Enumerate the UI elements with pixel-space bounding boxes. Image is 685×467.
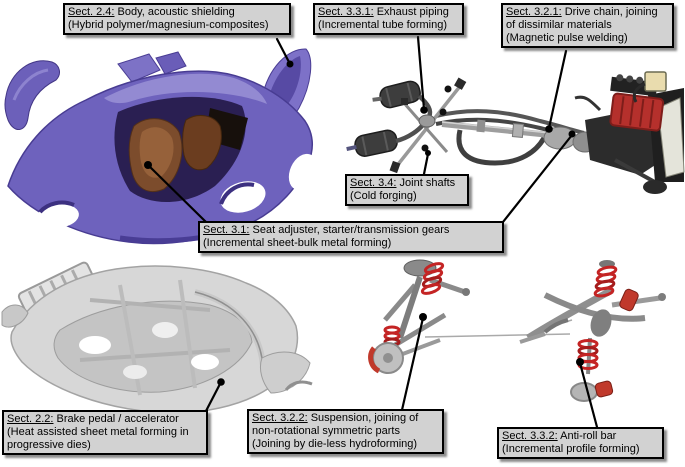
label-method: (Joining by die-less hydroforming) <box>252 438 418 450</box>
muffler-rear <box>346 129 398 157</box>
label-sect-number: Sect. 2.4: <box>68 6 115 18</box>
label-sect-number: Sect. 3.2.1: <box>506 6 562 18</box>
engine-valve-cover <box>609 92 665 132</box>
label-sect-3-2-2: Sect. 3.2.2: Suspension, joining of non-… <box>247 409 444 454</box>
label-sect-2-2: Sect. 2.2: Brake pedal / accelerator (He… <box>2 410 208 455</box>
label-sect-number: Sect. 3.3.2: <box>502 430 558 442</box>
label-method: (Incremental profile forming) <box>502 443 640 455</box>
label-method: (Magnetic pulse welding) <box>506 32 628 44</box>
label-title: Drive chain, joining of dissimilar mater… <box>506 6 658 31</box>
label-method: (Cold forging) <box>350 190 417 202</box>
label-sect-number: Sect. 2.2: <box>7 413 54 425</box>
label-sect-2-4: Sect. 2.4: Body, acoustic shielding (Hyb… <box>63 3 291 35</box>
brake-disc <box>570 382 598 402</box>
label-title: Body, acoustic shielding <box>117 6 235 18</box>
label-title: Joint shafts <box>399 177 456 189</box>
label-method: (Incremental tube forming) <box>318 19 447 31</box>
label-title: Brake pedal / accelerator <box>56 413 179 425</box>
battery-box <box>644 71 667 92</box>
label-sect-3-3-2: Sect. 3.3.2: Anti-roll bar (Incremental … <box>497 427 664 459</box>
label-title: Suspension, joining of non-rotational sy… <box>252 412 419 437</box>
label-sect-3-2-1: Sect. 3.2.1: Drive chain, joining of dis… <box>501 3 674 48</box>
brake-caliper <box>619 288 639 312</box>
muffler-front <box>372 80 421 109</box>
joint-shaft <box>402 102 449 153</box>
label-method: (Incremental sheet-bulk metal forming) <box>203 237 392 249</box>
label-title: Exhaust piping <box>376 6 449 18</box>
body-frame-illustration <box>1 261 315 414</box>
car-body-shell-illustration <box>4 48 318 245</box>
front-suspension-illustration <box>368 259 573 374</box>
drivetrain-assembly-illustration <box>346 71 685 194</box>
label-sect-3-1: Sect. 3.1: Seat adjuster, starter/transm… <box>198 221 504 253</box>
label-sect-number: Sect. 3.4: <box>350 177 397 189</box>
brake-caliper <box>368 346 381 374</box>
label-sect-number: Sect. 3.2.2: <box>252 412 308 424</box>
label-method: (Heat assisted sheet metal forming in pr… <box>7 426 189 451</box>
label-sect-number: Sect. 3.3.1: <box>318 6 374 18</box>
label-method: (Hybrid polymer/magnesium-composites) <box>68 19 269 31</box>
rear-suspension-illustration <box>519 260 666 402</box>
anti-roll-bar <box>424 333 571 338</box>
label-sect-3-4: Sect. 3.4: Joint shafts (Cold forging) <box>345 174 469 206</box>
label-title: Seat adjuster, starter/transmission gear… <box>252 224 450 236</box>
label-sect-number: Sect. 3.1: <box>203 224 250 236</box>
leader-lines <box>144 35 599 429</box>
label-sect-3-3-1: Sect. 3.3.1: Exhaust piping (Incremental… <box>313 3 464 35</box>
label-title: Anti-roll bar <box>560 430 617 442</box>
